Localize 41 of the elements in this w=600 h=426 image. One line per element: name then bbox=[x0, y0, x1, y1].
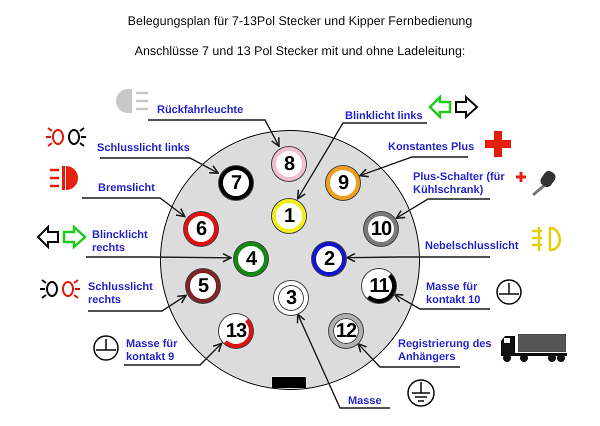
pin-function-label: Masse für kontakt 9 bbox=[126, 338, 182, 364]
contact-pin: 8 bbox=[272, 147, 306, 181]
contact-pin: 6 bbox=[184, 212, 218, 246]
leader-line bbox=[124, 342, 222, 366]
pin-function-label: Bremslicht bbox=[98, 182, 155, 195]
contact-pin: 7 bbox=[219, 166, 253, 200]
leader-line bbox=[82, 197, 186, 218]
leader-line bbox=[88, 294, 187, 312]
title: Belegungsplan für 7-13Pol Stecker und Kipper Fernbedienung bbox=[126, 14, 474, 28]
pin-function-label: Plus-Schalter (für Kühlschrank) bbox=[413, 171, 513, 197]
pin-function-label: Masse bbox=[348, 395, 382, 408]
pin-function-label: Blincklicht rechts bbox=[92, 229, 154, 255]
pin-function-label: Nebelschlusslicht bbox=[425, 240, 519, 253]
contact-pin: 12 bbox=[329, 314, 363, 348]
pin-function-label: Masse für kontakt 10 bbox=[426, 281, 492, 307]
pin-function-label: Konstantes Plus bbox=[388, 141, 474, 154]
contact-pin: 10 bbox=[364, 212, 398, 246]
pin-function-label: Rückfahrleuchte bbox=[157, 104, 244, 117]
pin-function-label: Schlusslicht links bbox=[97, 142, 190, 155]
contact-pin: 2 bbox=[312, 242, 346, 276]
leader-line bbox=[359, 156, 468, 178]
leader-line bbox=[357, 343, 460, 368]
contact-pin: 5 bbox=[186, 269, 220, 303]
leader-line bbox=[148, 119, 280, 147]
leader-line bbox=[346, 252, 490, 262]
subtitle: Anschlüsse 7 und 13 Pol Stecker mit und ohne Ladeleitung: bbox=[134, 44, 466, 58]
leader-line bbox=[100, 157, 219, 174]
leader-line bbox=[86, 252, 232, 263]
pin-function-label: Registrierung des Anhängers bbox=[398, 338, 502, 364]
leader-line bbox=[394, 294, 490, 310]
pin-function-label: Schlusslicht rechts bbox=[88, 281, 160, 307]
contact-pin: 4 bbox=[234, 242, 268, 276]
leader-line bbox=[396, 198, 490, 219]
contact-pin: 1 bbox=[272, 199, 306, 233]
contact-pin: 11 bbox=[362, 269, 396, 303]
contact-pin: 13 bbox=[219, 314, 253, 348]
contact-pin: 9 bbox=[326, 166, 360, 200]
leader-line bbox=[296, 122, 427, 200]
pin-function-label: Blinklicht links bbox=[345, 110, 423, 123]
contact-pin: 3 bbox=[274, 281, 308, 315]
leader-line bbox=[296, 314, 390, 409]
